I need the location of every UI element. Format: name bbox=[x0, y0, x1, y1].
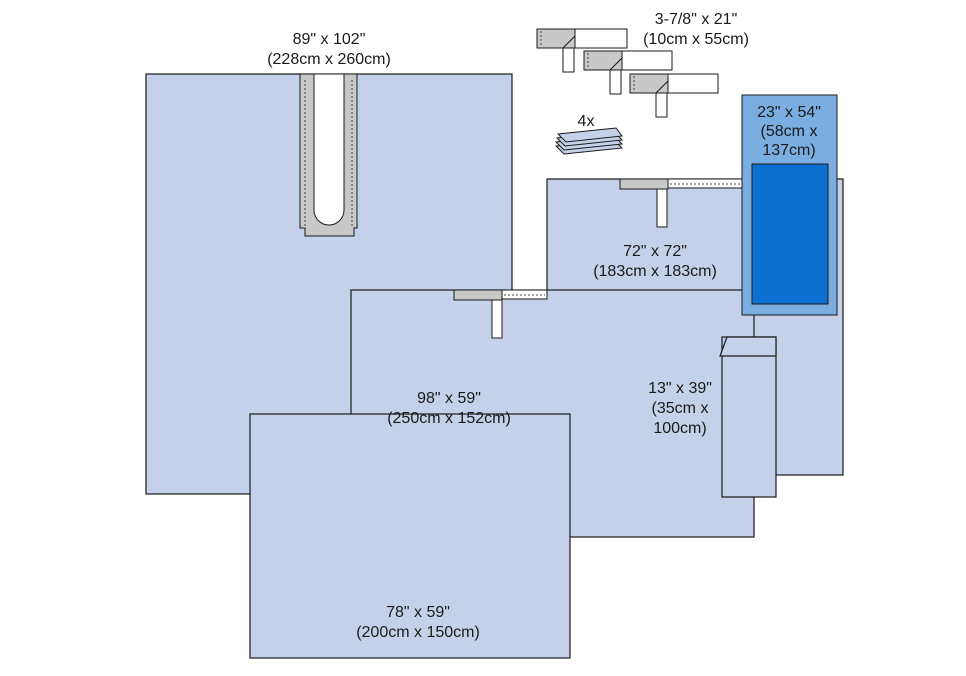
towel-count-label: 4x bbox=[578, 113, 595, 130]
pouch-dim-line1: 13" x 39" bbox=[648, 380, 712, 397]
drape-72-dim-in: 72" x 72" bbox=[623, 243, 687, 260]
pouch-body bbox=[721, 336, 777, 498]
split-drape-dim-cm: (228cm x 260cm) bbox=[267, 51, 391, 68]
mayo-cover bbox=[741, 94, 838, 316]
split-drape-dim-in: 89" x 102" bbox=[293, 31, 366, 48]
drape-78-dim-in: 78" x 59" bbox=[386, 604, 450, 621]
pouch-dim-line2: (35cm x bbox=[652, 400, 709, 417]
drape-72-tape bbox=[619, 178, 669, 190]
drape-98-tab bbox=[491, 299, 503, 339]
drape-98-dim-cm: (250cm x 152cm) bbox=[387, 410, 511, 427]
pouch-flap bbox=[719, 336, 777, 357]
towel-strip-3 bbox=[629, 73, 719, 118]
drape-72-dim-cm: (183cm x 183cm) bbox=[593, 263, 717, 280]
mayo-dim-line1: 23" x 54" bbox=[757, 104, 821, 121]
drape-78-dim-cm: (200cm x 150cm) bbox=[356, 624, 480, 641]
pouch-dim-line3: 100cm) bbox=[653, 420, 706, 437]
folded-towels-icon bbox=[554, 127, 624, 155]
drape-72-tab bbox=[656, 188, 668, 228]
towel-strip-1 bbox=[536, 28, 628, 73]
drape-78-sheet bbox=[249, 413, 571, 659]
pouch bbox=[719, 336, 777, 498]
mayo-cover-inner bbox=[751, 163, 829, 305]
drape-98-dim-in: 98" x 59" bbox=[417, 390, 481, 407]
towel-strip-2 bbox=[583, 50, 673, 95]
towel-strips bbox=[536, 28, 719, 118]
split-slot bbox=[313, 73, 345, 226]
drape-98-tape bbox=[453, 289, 503, 301]
towel-strips-dim-cm: (10cm x 55cm) bbox=[643, 31, 749, 48]
mayo-dim-line2: (58cm x bbox=[761, 123, 818, 140]
mayo-dim-line3: 137cm) bbox=[762, 142, 815, 159]
towel-strips-dim-in: 3-7/8" x 21" bbox=[655, 11, 738, 28]
